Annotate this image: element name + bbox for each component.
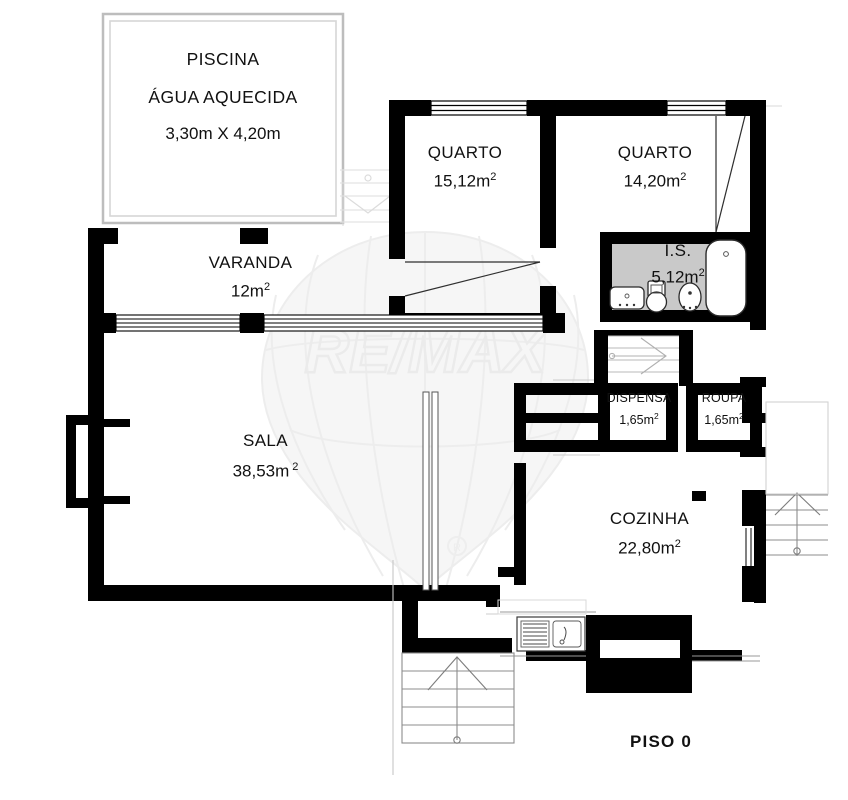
door-swings [404, 115, 746, 297]
auxiliary-outlines [342, 105, 782, 615]
sala-glass-partition [422, 391, 439, 591]
exterior-staircase-south [392, 560, 515, 775]
exterior-staircase-east [745, 401, 829, 566]
toilet-icon [645, 280, 668, 313]
watermark-registered-icon: R [453, 542, 461, 554]
kitchen-sink-icon [500, 611, 760, 662]
pool-outline [101, 12, 345, 225]
washbasin-icon [609, 286, 645, 310]
interior-staircase [608, 335, 679, 375]
bidet-icon [678, 282, 702, 312]
bathroom-interior [609, 239, 764, 317]
floor-level-label: PISO 0 [630, 732, 693, 751]
pool-steps [340, 169, 392, 223]
